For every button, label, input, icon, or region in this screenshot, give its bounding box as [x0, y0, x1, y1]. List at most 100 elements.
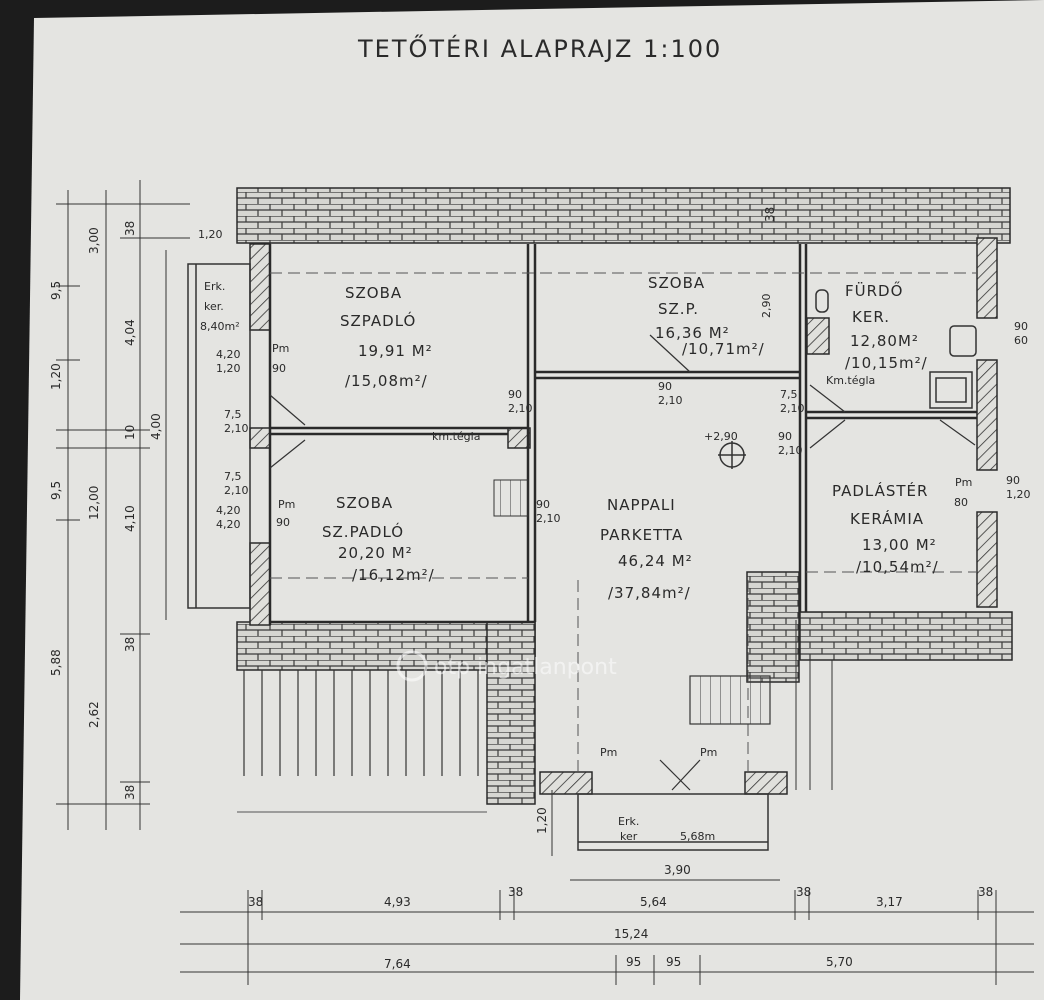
dimension-lines: [56, 180, 1034, 985]
shower-icon: [929, 371, 973, 409]
dim: 9,5: [49, 481, 63, 500]
mark: 80: [954, 496, 968, 509]
room-floor: KERÁMIA: [850, 509, 924, 528]
dimension-labels: 38 4,93 38 5,64 38 3,17 38 15,24 7,64 95…: [49, 207, 993, 971]
dim: 3,17: [876, 895, 903, 909]
balcony-post-right: [744, 771, 788, 795]
pm-note-4: Pm: [600, 746, 617, 759]
stair-column-wall: [486, 621, 536, 805]
room-name: NAPPALI: [607, 496, 676, 514]
balcony-bottom-label-2: ker: [620, 830, 638, 843]
room-name: PADLÁSTÉR: [832, 481, 928, 500]
mark: 90: [272, 362, 286, 375]
room-padlaster: PADLÁSTÉR KERÁMIA 13,00 M² /10,54m²/: [832, 481, 938, 576]
watermark-text: otp ingatlanpont: [434, 655, 617, 680]
room-area: 46,24 M²: [618, 552, 693, 570]
pm-note-5: Pm: [700, 746, 717, 759]
dim: 1,20: [535, 807, 549, 834]
dim: 12,00: [87, 486, 101, 520]
room-net-area: /10,15m²/: [845, 354, 928, 372]
dim: 4,93: [384, 895, 411, 909]
room-area: 19,91 M²: [358, 342, 433, 360]
room-height-note: 2,90: [760, 294, 773, 319]
dim: 4,04: [123, 319, 137, 346]
room-floor: PARKETTA: [600, 526, 683, 544]
balconies: [187, 263, 769, 851]
dim: 7,64: [384, 957, 411, 971]
room-szoba-3: SZOBA SZ.PADLÓ 20,20 M² /16,12m²/: [322, 494, 434, 584]
balcony-bottom-area: 5,68m: [680, 830, 715, 843]
room-net-area: /37,84m²/: [608, 584, 691, 602]
left-wall-mid: [249, 427, 271, 449]
balcony-labels: Erk. ker. 8,40m² Erk. ker 5,68m: [200, 280, 715, 843]
right-stair-wall: [746, 571, 800, 683]
room-szoba-2: SZOBA SZ.P. 16,36 M² /10,71m²/: [648, 274, 765, 358]
chimney: [806, 317, 830, 355]
mark: 90: [276, 516, 290, 529]
top-wall-band: [236, 187, 1011, 244]
plan-notes: km.tégla Km.tégla +2,90 Pm Pm Pm Pm Pm 2…: [272, 294, 972, 760]
dim: 95: [666, 955, 681, 969]
kmtegla-note-2: Km.tégla: [826, 374, 875, 387]
room-labels: SZOBA SZPADLÓ 19,91 M² /15,08m²/ SZOBA S…: [322, 274, 938, 602]
room-area: 12,80M²: [850, 332, 919, 350]
room-name: SZOBA: [336, 494, 393, 512]
dim: 2,62: [87, 701, 101, 728]
pm-note-3: Pm: [955, 476, 972, 489]
balcony-post-left: [539, 771, 593, 795]
dim-balcony-width: 3,90: [664, 863, 691, 877]
dim: 38: [763, 207, 777, 222]
stair-treads-2: [493, 479, 529, 517]
room-area: 13,00 M²: [862, 536, 937, 554]
room-floor: SZ.PADLÓ: [322, 522, 404, 541]
dim: 38: [123, 637, 137, 652]
room-area: 20,20 M²: [338, 544, 413, 562]
interior-walls: [268, 244, 977, 625]
pm-note-2: Pm: [278, 498, 295, 511]
walls: [236, 187, 1013, 805]
dim: 5,88: [49, 649, 63, 676]
bathroom-fixtures: [815, 289, 977, 409]
balcony-left-label-2: ker.: [204, 300, 224, 313]
ceiling-height-note: +2,90: [704, 430, 738, 443]
room-furdo: FÜRDŐ KER. 12,80M² /10,15m²/: [845, 280, 928, 372]
paper-sheet: [20, 0, 1044, 1000]
right-wall-bottom: [976, 511, 998, 608]
room-net-area: /15,08m²/: [345, 372, 428, 390]
balcony-bottom-label-1: Erk.: [618, 815, 639, 828]
balcony-left-label-1: Erk.: [204, 280, 225, 293]
room-nappali: NAPPALI PARKETTA 46,24 M² /37,84m²/: [600, 496, 693, 602]
sink-icon: [949, 325, 977, 357]
watermark: otp ingatlanpont: [396, 650, 617, 682]
toilet-icon: [815, 289, 829, 313]
dim: 38: [123, 221, 137, 236]
balcony-left: [187, 263, 251, 609]
dim: 1,20: [49, 363, 63, 390]
mark: 1,20: [198, 228, 223, 241]
watermark-logo-icon: [396, 650, 428, 682]
balcony-left-area: 8,40m²: [200, 320, 240, 333]
dim: 5,70: [826, 955, 853, 969]
dim: 10: [123, 425, 137, 440]
drawing-title: TETŐTÉRI ALAPRAJZ 1:100: [357, 33, 722, 63]
kmtegla-note-1: km.tégla: [432, 430, 480, 443]
door-swings: [269, 334, 976, 791]
shower-inner: [935, 377, 967, 403]
dim: 3,00: [87, 227, 101, 254]
left-wall-top: [249, 243, 271, 331]
stair-treads: [689, 675, 771, 725]
dim: 95: [626, 955, 641, 969]
wall-stub: [507, 427, 531, 449]
room-net-area: /10,71m²/: [682, 340, 765, 358]
pm-note-1: Pm: [272, 342, 289, 355]
